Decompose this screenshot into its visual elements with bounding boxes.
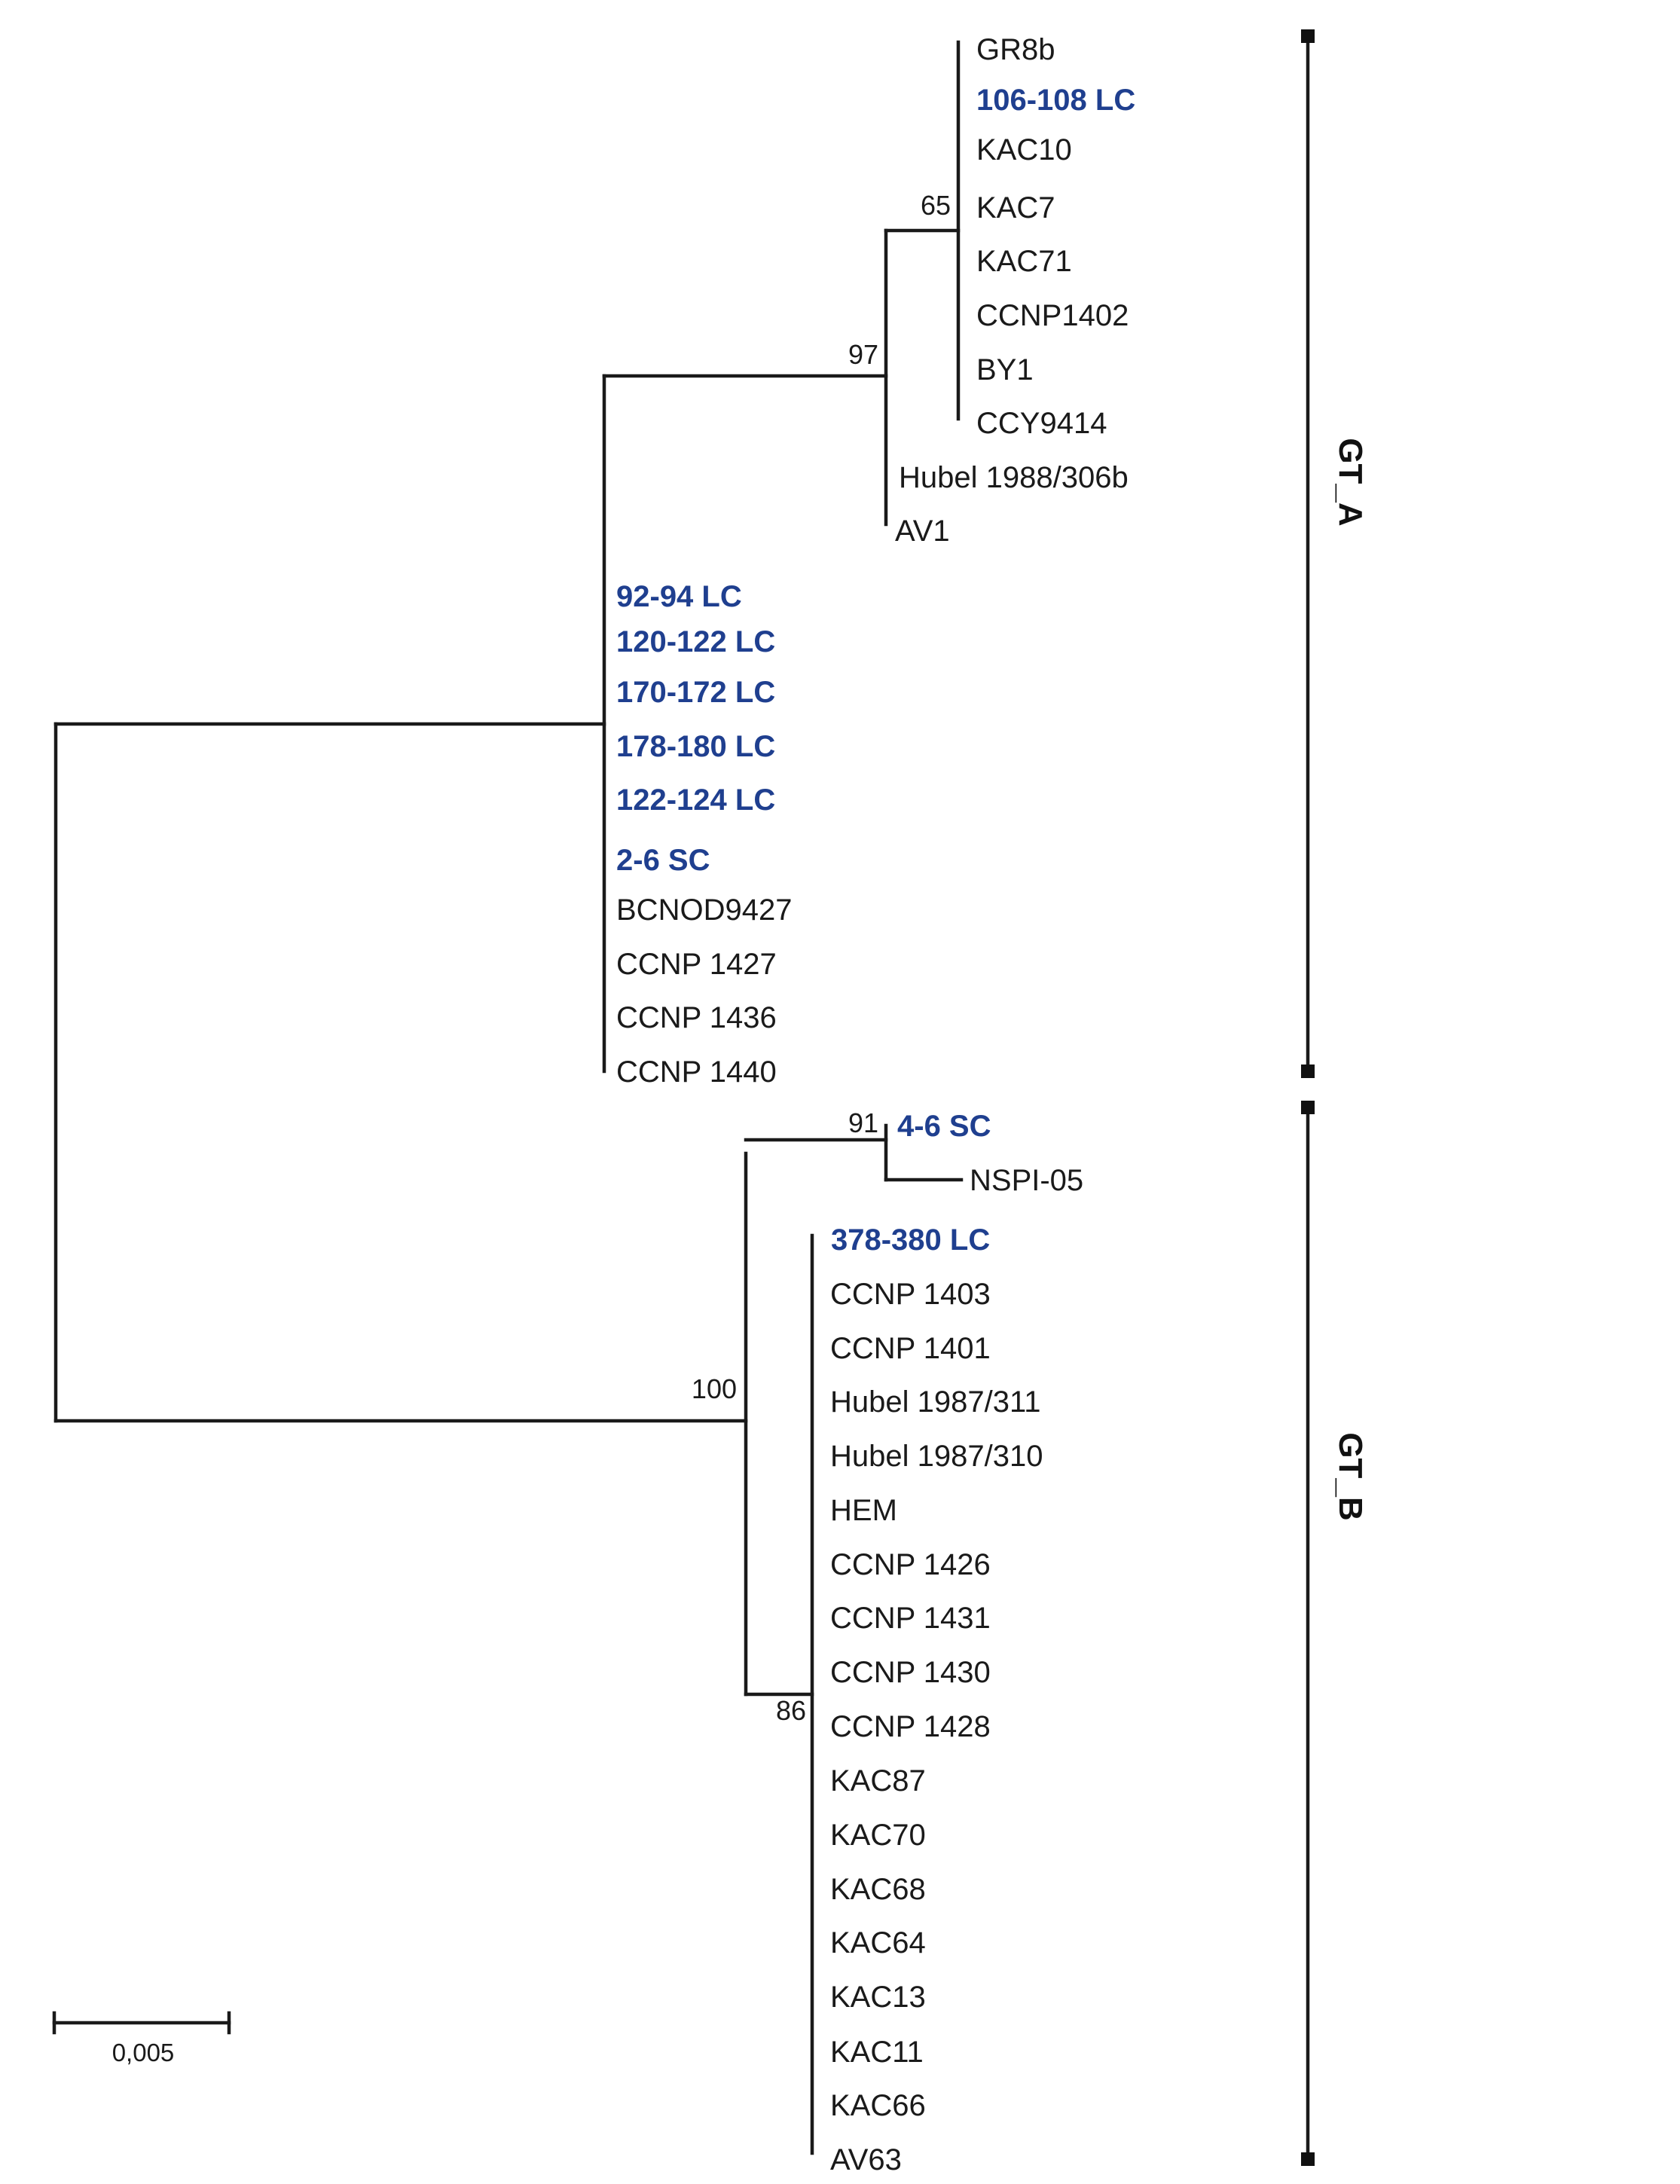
leaf-label: 120-122 LC [616, 625, 775, 658]
leaf-label: NSPI-05 [970, 1164, 1083, 1197]
leaf-label: CCNP 1428 [830, 1710, 991, 1743]
bootstrap-value: 86 [776, 1695, 806, 1726]
clade-label: GT_B [1332, 1432, 1369, 1520]
leaf-label: CCNP 1430 [830, 1656, 991, 1689]
leaf-label: CCNP 1403 [830, 1278, 991, 1311]
bootstrap-values: 65 97 91 86 100 [692, 190, 951, 1726]
bootstrap-value: 97 [848, 339, 878, 370]
leaf-label: CCNP1402 [976, 299, 1129, 332]
leaf-labels: GR8b 106-108 LC KAC10KAC7KAC71CCNP1402BY1C… [616, 33, 1135, 2176]
leaf-label: KAC70 [830, 1819, 926, 1852]
leaf-label: CCNP 1440 [616, 1055, 777, 1089]
leaf-label: 4-6 SC [897, 1110, 991, 1143]
leaf-label: CCNP 1436 [616, 1001, 777, 1034]
leaf-label: Hubel 1987/311 [830, 1385, 1041, 1419]
scale-bar-label: 0,005 [112, 2039, 175, 2066]
clade-bar-end [1301, 1101, 1315, 1114]
leaf-label: CCNP 1426 [830, 1548, 991, 1581]
leaf-label: 106-108 LC [976, 84, 1135, 117]
bootstrap-value: 91 [848, 1107, 878, 1138]
bootstrap-value: 65 [921, 190, 951, 221]
leaf-label: 92-94 LC [616, 580, 742, 613]
leaf-label: 378-380 LC [831, 1223, 990, 1257]
leaf-label: GR8b [976, 33, 1055, 66]
leaf-label: CCY9414 [976, 407, 1107, 440]
leaf-label: Hubel 1988/306b [899, 461, 1129, 494]
leaf-label: 178-180 LC [616, 730, 775, 763]
bootstrap-value: 100 [692, 1373, 737, 1404]
leaf-label: KAC13 [830, 1981, 926, 2014]
leaf-label: KAC10 [976, 133, 1072, 166]
leaf-label: KAC7 [976, 191, 1055, 225]
clade-bar-end [1301, 29, 1315, 43]
leaf-label: CCNP 1401 [830, 1332, 991, 1365]
leaf-label: 122-124 LC [616, 783, 775, 817]
leaf-label: AV63 [830, 2143, 902, 2176]
leaf-label: KAC87 [830, 1764, 926, 1798]
leaf-label: AV1 [895, 515, 950, 548]
leaf-label: HEM [830, 1494, 897, 1527]
leaf-label: KAC71 [976, 245, 1072, 278]
clade-bar-end [1301, 1065, 1315, 1078]
clade-label: GT_A [1332, 438, 1369, 526]
leaf-label: KAC66 [830, 2089, 926, 2122]
leaf-label: CCNP 1427 [616, 948, 777, 981]
leaf-label: Hubel 1987/310 [830, 1440, 1043, 1473]
scale-bar: 0,005 [52, 2011, 231, 2066]
leaf-label: KAC64 [830, 1926, 926, 1959]
clade-bars: GT_A GT_B [1301, 29, 1369, 2166]
leaf-label: BY1 [976, 353, 1034, 386]
leaf-label: CCNP 1431 [830, 1602, 991, 1635]
clade-bar-end [1301, 2152, 1315, 2166]
leaf-label: 2-6 SC [616, 844, 710, 877]
leaf-label: KAC11 [830, 2036, 924, 2069]
leaf-label: BCNOD9427 [616, 893, 792, 927]
leaf-label: KAC68 [830, 1873, 926, 1906]
tree-branches [53, 40, 964, 2155]
leaf-label: 170-172 LC [616, 676, 775, 709]
